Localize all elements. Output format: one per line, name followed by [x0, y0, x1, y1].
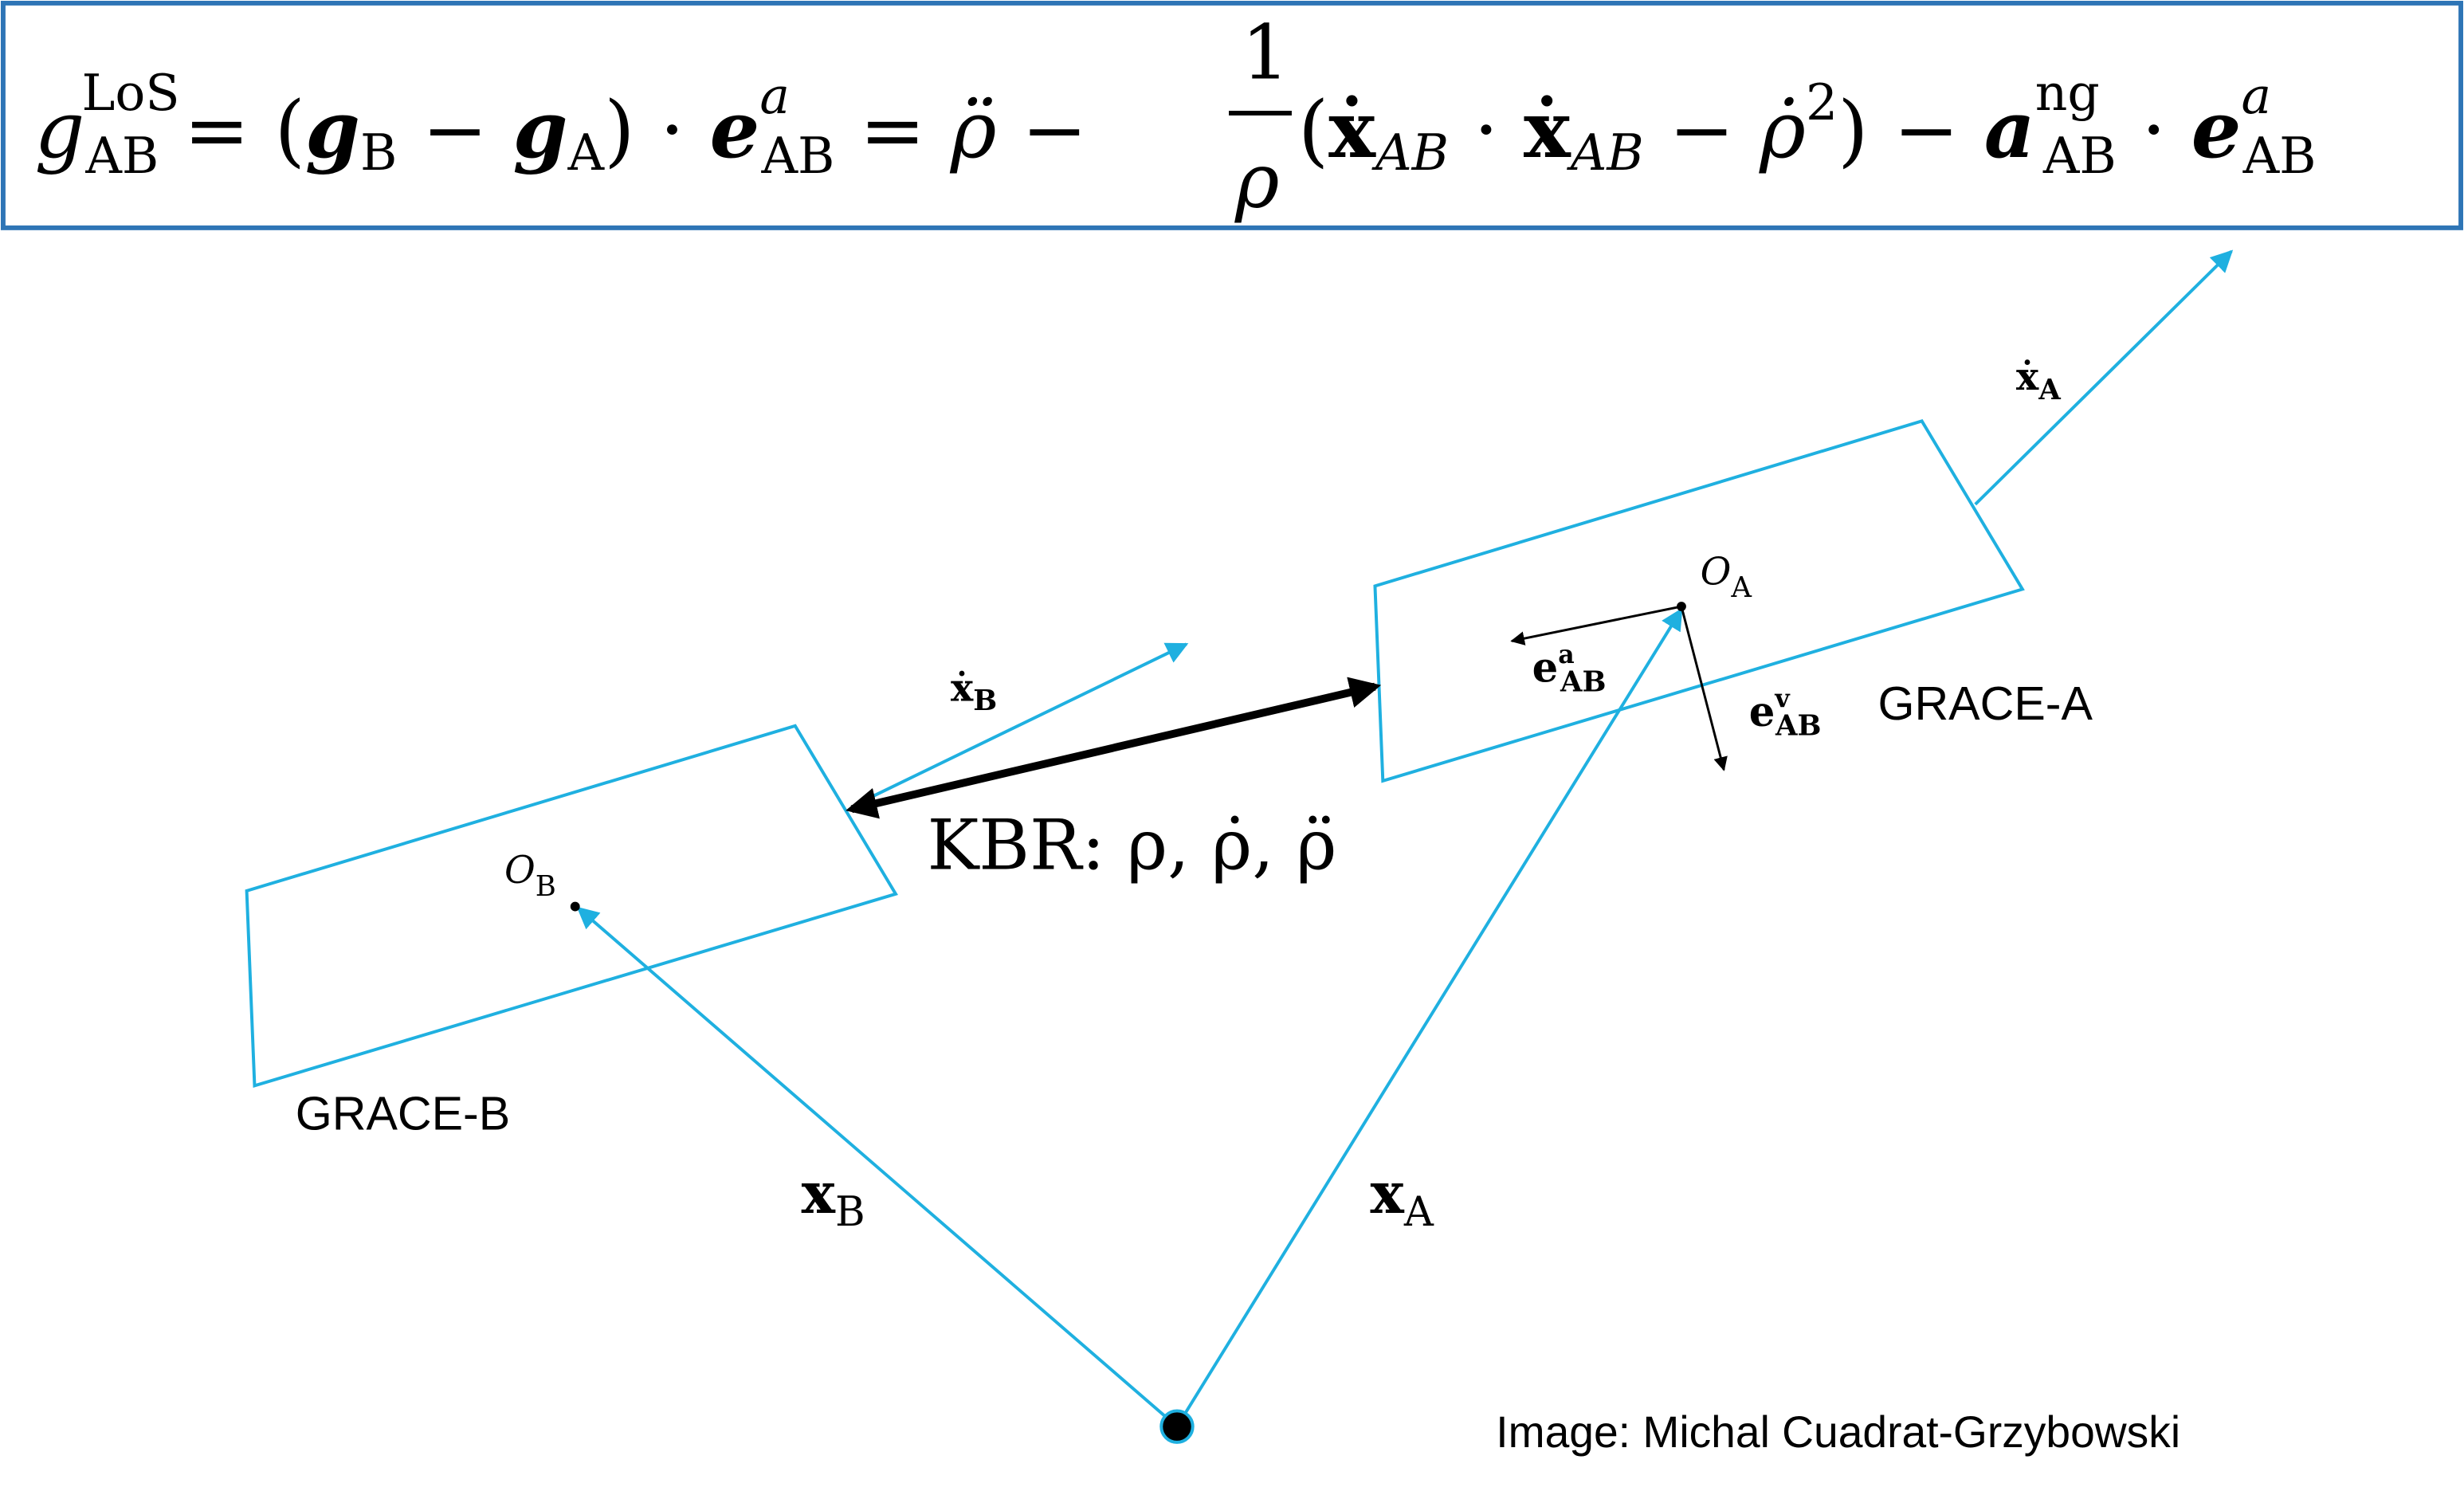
label-origin-a: OA — [1701, 550, 1752, 604]
label-velocity-a: ẋA — [2016, 355, 2061, 406]
label-velocity-b: ẋB — [951, 666, 997, 717]
label-grace-a: GRACE-A — [1877, 677, 2093, 730]
label-kbr: KBR: ρ, ρ̇, ρ̈ — [927, 805, 1336, 885]
label-origin-b: OB — [504, 849, 556, 903]
kbr-link-arrow — [846, 677, 1382, 819]
grace-b-satellite — [245, 724, 898, 1088]
position-vector-a — [1175, 607, 1683, 1428]
label-position-b: xB — [802, 1159, 865, 1236]
origin-b-dot — [570, 901, 580, 912]
label-grace-b: GRACE-B — [296, 1087, 510, 1140]
velocity-vector-b — [868, 642, 1189, 800]
image-credit: Image: Michal Cuadrat-Grzybowski — [1496, 1407, 2180, 1457]
position-vector-b — [576, 906, 1179, 1428]
fraction-numerator: 1 — [1242, 10, 1289, 97]
velocity-vector-a — [1974, 249, 2234, 506]
origin-a-dot — [1677, 602, 1686, 611]
label-position-a: xA — [1371, 1159, 1434, 1236]
unit-vector-v — [1680, 606, 1728, 771]
unit-vector-a — [1510, 605, 1682, 645]
earth-center-dot — [1159, 1409, 1195, 1444]
fraction-denominator: ρ — [1234, 138, 1280, 226]
